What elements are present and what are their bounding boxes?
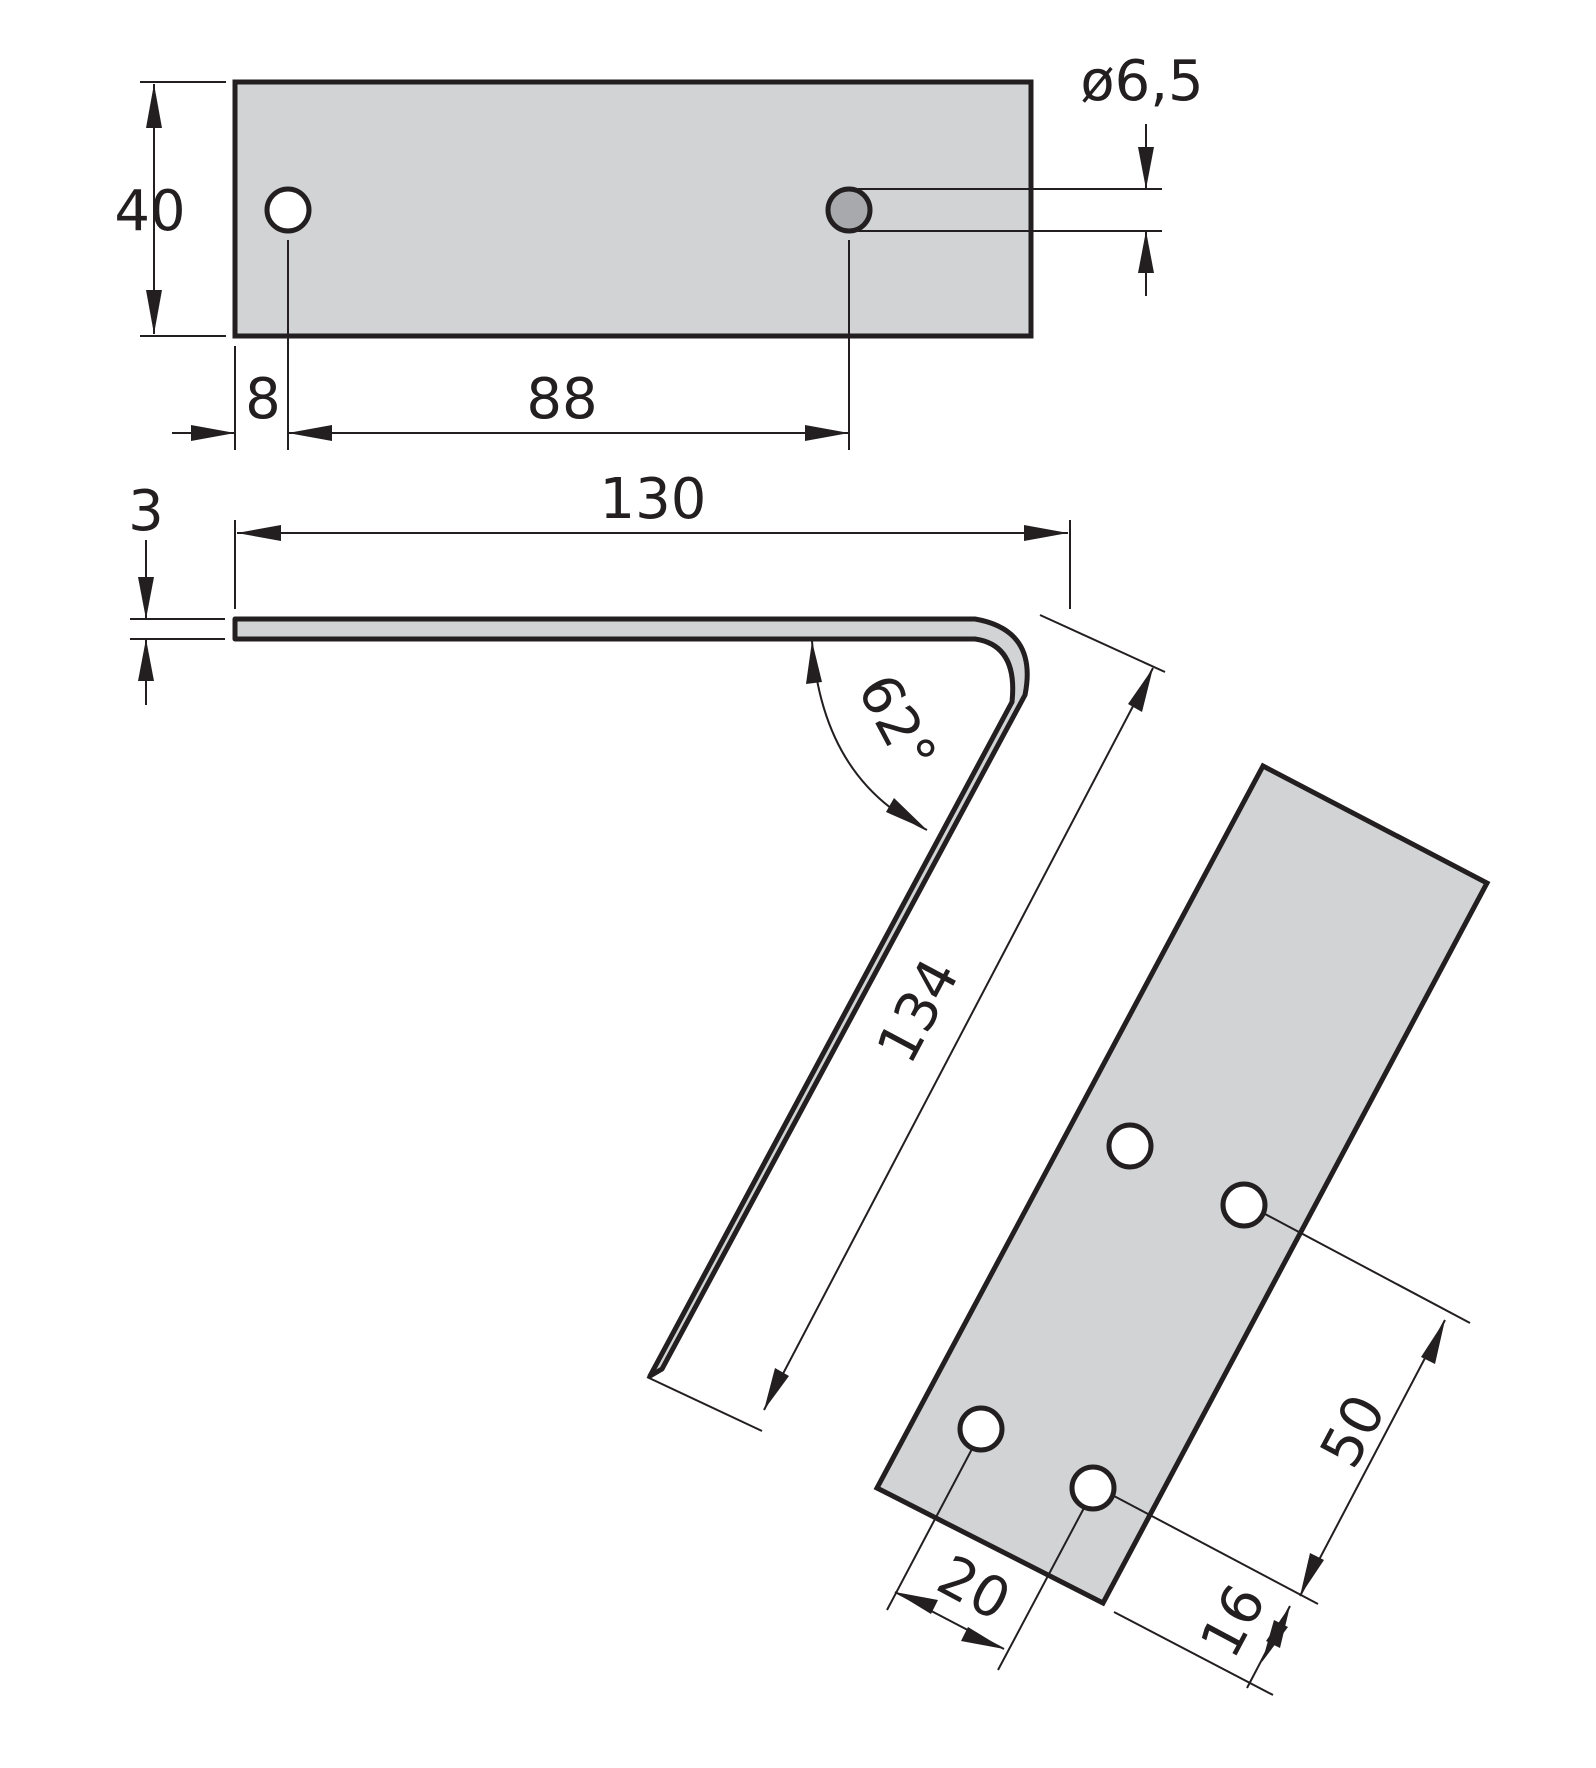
dim-134-arrow-bottom [764,1368,789,1410]
dim-label-50: 50 [1308,1385,1399,1478]
dim-50-line [1299,1319,1446,1597]
top-plate-hole-right [825,186,873,234]
dim-3-arrow-bottom [138,639,154,681]
dim-20-ext-right [997,1507,1085,1671]
dim-50-arrow-bottom [1300,1553,1324,1596]
dim-50-ext-top [1264,1213,1471,1324]
top-view: 40 ø6,5 8 88 [114,49,1204,450]
dim-label-3: 3 [128,479,164,544]
dim-16-arrow-bottom [1262,1620,1288,1662]
dim-88-arrow-left [288,425,332,441]
dim-3-arrow-top [138,577,154,619]
leg-view: 50 16 20 [873,762,1491,1696]
dim-20-ext-left [886,1448,973,1611]
dim-50-ext-bottom [1113,1495,1319,1605]
dim-label-62: 62° [844,664,948,782]
dim-label-130: 130 [600,467,707,532]
dim-label-20: 20 [927,1543,1020,1634]
dim-8-arrow [191,425,235,441]
leg-plate-hole-1 [1106,1122,1154,1170]
dim-50-arrow-top [1421,1320,1445,1364]
dim-134-ext-top [1039,614,1166,673]
dim-130-arrow-left [237,525,281,541]
dim-62-arrow-top [806,641,822,684]
dim-label-40: 40 [114,179,185,244]
dim-40-arrow-bottom [146,290,162,334]
bent-profile-outline [232,616,1030,1379]
leg-plate-hole-2 [1220,1181,1268,1229]
leg-plate [873,762,1491,1607]
top-plate [232,79,1034,339]
dim-134-line [763,667,1154,1411]
top-plate-hole-left [264,186,312,234]
dim-dia-arrow-top [1138,147,1154,189]
dim-134-arrow-top [1128,668,1153,712]
dim-label-8: 8 [245,367,281,432]
dim-label-diameter: ø6,5 [1080,49,1203,114]
dim-20-arrow-left [895,1592,938,1614]
dim-20-arrow-right [961,1627,1004,1649]
leg-plate-hole-3 [957,1405,1005,1453]
dim-130-arrow-right [1024,525,1068,541]
dim-88-arrow-right [805,425,849,441]
dim-40-arrow-top [146,84,162,128]
dim-62-arrow-bottom [886,798,927,830]
leg-plate-hole-4 [1069,1464,1117,1512]
dim-16-ext-bottom [1113,1611,1274,1696]
dim-dia-arrow-bottom [1138,231,1154,273]
dim-label-88: 88 [526,367,597,432]
dim-134-ext-bottom [646,1376,763,1432]
